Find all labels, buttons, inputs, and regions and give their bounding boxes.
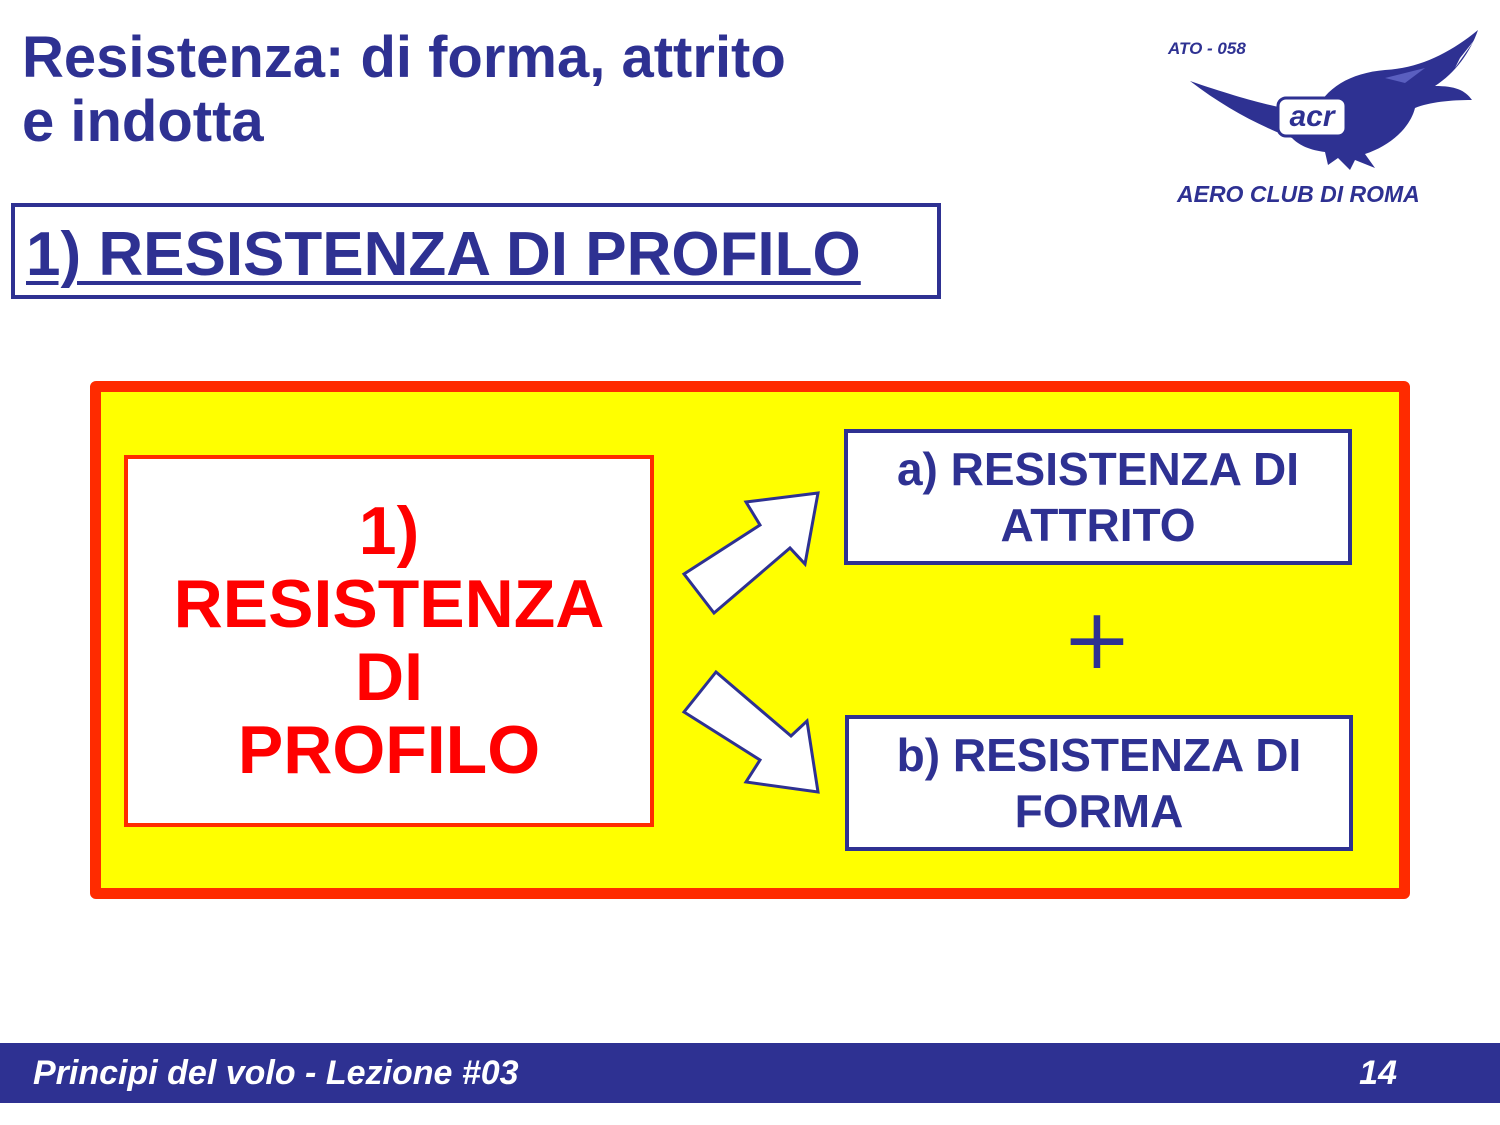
- logo-club-name: AERO CLUB DI ROMA: [1176, 181, 1420, 207]
- friction-drag-label: a) RESISTENZA DI ATTRITO: [897, 441, 1299, 553]
- form-drag-label: b) RESISTENZA DI FORMA: [897, 727, 1302, 839]
- profile-drag-line-4: PROFILO: [237, 712, 541, 788]
- form-drag-box: b) RESISTENZA DI FORMA: [845, 715, 1353, 851]
- plus-sign: +: [1062, 606, 1132, 682]
- form-drag-line-2: FORMA: [1014, 785, 1184, 837]
- form-drag-line-1: b) RESISTENZA DI: [896, 729, 1302, 781]
- section-heading-box: 1) RESISTENZA DI PROFILO: [11, 203, 941, 299]
- logo-ato-text: ATO - 058: [1167, 39, 1246, 58]
- profile-drag-label: 1) RESISTENZA DI PROFILO: [174, 495, 605, 787]
- section-title: 1) RESISTENZA DI PROFILO: [26, 220, 861, 289]
- profile-drag-line-2: RESISTENZA: [173, 566, 605, 642]
- logo-monogram-badge: [1276, 96, 1348, 138]
- page-title-line-1: Resistenza: di forma, attrito: [22, 25, 786, 90]
- footer-bar: Principi del volo - Lezione #03 14: [0, 1043, 1500, 1103]
- friction-drag-line-1: a) RESISTENZA DI: [896, 443, 1300, 495]
- page-title: Resistenza: di forma, attrito e indotta: [22, 26, 1022, 154]
- profile-drag-box: 1) RESISTENZA DI PROFILO: [124, 455, 654, 827]
- footer-lesson-title: Principi del volo - Lezione #03: [33, 1054, 519, 1092]
- page-title-line-2: e indotta: [22, 89, 264, 154]
- plus-operator: +: [1062, 606, 1132, 682]
- friction-drag-line-2: ATTRITO: [1000, 499, 1196, 551]
- page-number: 14: [1359, 1054, 1397, 1092]
- profile-drag-line-1: 1): [358, 493, 420, 569]
- aero-club-logo: ATO - 058 acr AERO CLUB DI ROMA: [1167, 30, 1478, 207]
- logo-monogram: acr: [1289, 100, 1336, 133]
- friction-drag-box: a) RESISTENZA DI ATTRITO: [844, 429, 1352, 565]
- profile-drag-line-3: DI: [355, 639, 423, 715]
